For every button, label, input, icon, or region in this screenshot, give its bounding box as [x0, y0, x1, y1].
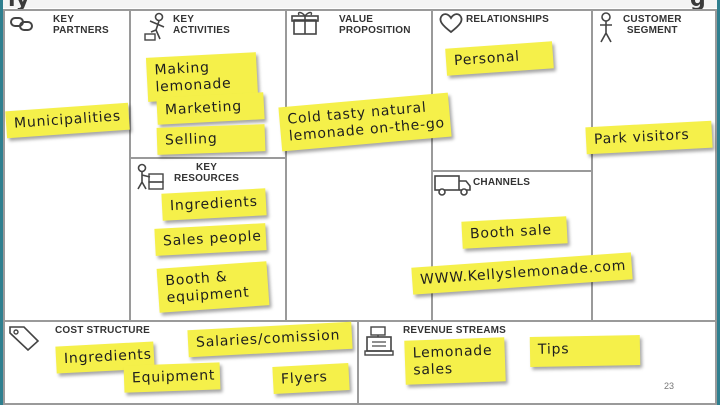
person-working-icon	[142, 12, 170, 46]
note-cost-equipment: Equipment	[123, 362, 221, 393]
person-icon	[596, 12, 616, 48]
gift-box-icon	[291, 11, 319, 41]
note-ingredients-resource: Ingredients	[161, 188, 267, 221]
price-tag-icon	[8, 323, 42, 355]
key-partners-block	[3, 9, 131, 322]
note-booth-equipment: Booth &equipment	[156, 261, 270, 313]
note-flyers: Flyers	[272, 363, 350, 394]
note-tips: Tips	[529, 335, 641, 367]
value-proposition-block	[285, 9, 433, 322]
heart-icon	[438, 12, 464, 38]
page-number: 23	[664, 381, 675, 391]
left-accent-bar	[0, 0, 3, 405]
relationships-header: RELATIONSHIPS	[466, 14, 549, 25]
right-accent-bar	[717, 0, 720, 405]
delivery-truck-icon	[434, 173, 472, 201]
chain-link-icon	[9, 12, 35, 40]
worker-with-boxes-icon	[134, 162, 166, 196]
cash-register-icon	[363, 323, 395, 361]
cost-structure-header: COST STRUCTURE	[55, 325, 151, 336]
note-selling: Selling	[156, 124, 266, 155]
channels-header: CHANNELS	[473, 177, 531, 188]
note-booth-sale: Booth sale	[461, 216, 568, 249]
note-marketing: Marketing	[156, 92, 265, 125]
top-strip	[0, 0, 720, 8]
revenue-streams-header: REVENUE STREAMS	[403, 325, 507, 336]
